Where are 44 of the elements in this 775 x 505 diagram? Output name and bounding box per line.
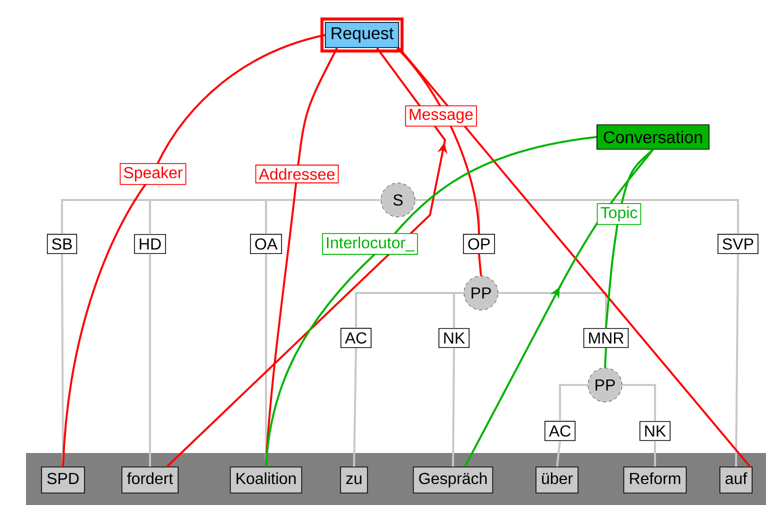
connector-line [604,348,607,368]
connector-line [265,136,597,467]
edge-label: Addressee [255,164,339,184]
category-box: SVP [718,234,758,254]
connector-line [62,34,326,467]
category-box: MNR [583,328,629,348]
category-box: OP [463,234,495,254]
word-box: Koalition [230,466,302,494]
category-box: NK [438,328,470,348]
connector-line [415,199,739,234]
word-box: auf [719,466,753,494]
category-box: OA [250,234,282,254]
word-box: zu [340,466,368,494]
edge-label: Interlocutor_ [322,233,418,255]
category-box: AC [340,328,372,348]
word-box: Gespräch [412,466,494,494]
word-box: über [536,466,578,494]
connector-line [149,254,151,467]
connector-line [605,148,654,328]
connector-line [654,440,656,467]
edge-label: Speaker [120,163,186,185]
connector-line [559,384,588,421]
edge-label: Message [405,105,477,127]
frame-box: Conversation [596,124,710,150]
word-box: SPD [41,466,85,494]
edge-label: Topic [596,203,642,225]
category-box: SB [46,234,78,254]
connector-line [478,254,482,276]
connector-line [398,47,751,468]
category-box: NK [640,421,671,441]
word-box: fordert [122,466,179,494]
connector-line [396,47,480,234]
process-box: Request [320,17,404,52]
category-box: AC [544,420,576,442]
connector-line [556,440,561,467]
connector-line [265,199,381,234]
word-box: Reform [623,466,687,494]
connector-line [452,348,455,467]
connector-line [453,292,464,328]
connector-line [622,384,656,422]
connector-line [735,254,739,467]
connector-line [353,348,357,467]
arrow [464,149,654,468]
category-box: HD [134,234,166,254]
